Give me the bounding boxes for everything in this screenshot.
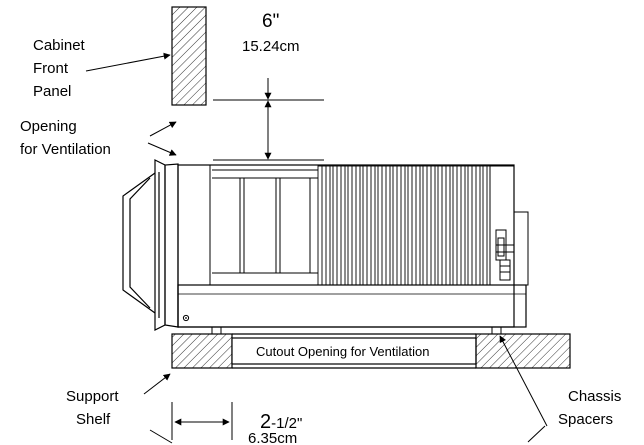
chassis-spacer-left: [211, 326, 222, 335]
rear-panel: [489, 165, 529, 286]
top-clearance-dimension: [213, 78, 324, 161]
top-dim-cm: 15.24cm: [242, 38, 300, 55]
chassis-leader: [499, 335, 548, 427]
chassis-label-line1: Chassis: [568, 388, 621, 405]
bottom-dim-integer: 2: [260, 411, 271, 433]
screw-icon: [182, 314, 190, 322]
support-label-line1: Support: [66, 388, 119, 405]
cabinet-label-line1: Cabinet: [33, 37, 86, 54]
unit-chassis: [177, 164, 515, 328]
opening-leader-1: [149, 121, 177, 137]
heatsink-fins: [317, 165, 491, 286]
opening-leader-2: [147, 142, 177, 156]
bottom-dimension: [171, 402, 233, 440]
cabinet-label-line3: Panel: [33, 83, 71, 100]
opening-label-line1: Opening: [20, 118, 77, 135]
bottom-dim-cm: 6.35cm: [248, 430, 297, 445]
cutout-label: Cutout Opening for Ventilation: [256, 344, 429, 359]
opening-label-line2: for Ventilation: [20, 141, 111, 158]
unit-front-bezel: [122, 159, 179, 331]
chassis-spacer-right: [491, 326, 502, 335]
support-shelf: [171, 333, 571, 369]
support-label-line2: Shelf: [76, 411, 111, 428]
bottom-dim-inches: 2-1/2": [260, 411, 302, 433]
support-leader: [143, 373, 171, 395]
top-dim-inches: 6": [262, 11, 279, 32]
bottom-dim-fraction: -1/2": [271, 415, 302, 432]
chassis-label-line2: Spacers: [558, 411, 613, 428]
unit-side-panels: [209, 165, 318, 285]
cabinet-leader: [85, 52, 171, 72]
cabinet-front-panel: [171, 6, 207, 106]
cabinet-label-line2: Front: [33, 60, 69, 77]
